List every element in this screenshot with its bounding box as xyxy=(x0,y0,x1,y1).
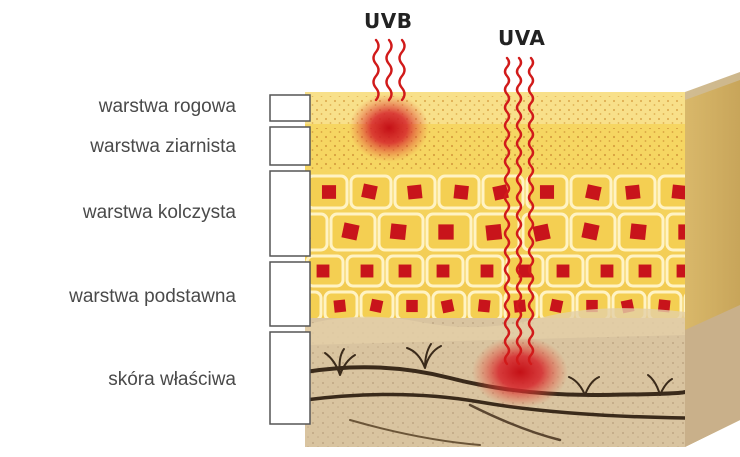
cell-nucleus xyxy=(481,265,494,278)
cell-nucleus xyxy=(361,183,378,199)
cell-nucleus xyxy=(630,223,647,240)
cell-nucleus xyxy=(671,184,686,199)
uvb-label: UVB xyxy=(364,9,412,33)
cell-nucleus xyxy=(581,222,599,240)
bracket-stratum-spinosum xyxy=(270,171,310,256)
cell-nucleus xyxy=(437,265,450,278)
cell-nucleus xyxy=(485,224,502,241)
cell-nucleus xyxy=(399,265,412,278)
cell-nucleus xyxy=(333,299,346,312)
layer-label-stratum-granulosum: warstwa ziarnista xyxy=(90,136,236,158)
bracket-stratum-granulosum xyxy=(270,127,310,165)
cell-nucleus xyxy=(438,224,453,239)
cell-nucleus xyxy=(540,185,554,199)
block-side-dermis xyxy=(685,305,740,447)
cell-nucleus xyxy=(341,222,359,240)
uvb-absorption-glow xyxy=(349,94,429,162)
cell-nucleus xyxy=(533,224,551,242)
cell-nucleus xyxy=(557,265,570,278)
cell-nucleus xyxy=(317,265,330,278)
uva-label: UVA xyxy=(498,26,545,50)
layer-label-stratum-basale: warstwa podstawna xyxy=(69,286,236,308)
cell-nucleus xyxy=(585,184,602,200)
cell-nucleus xyxy=(361,265,374,278)
cell-nucleus xyxy=(322,185,336,199)
cell-nucleus xyxy=(478,299,491,312)
layer-label-stratum-corneum: warstwa rogowa xyxy=(99,96,236,118)
layer-label-dermis: skóra właściwa xyxy=(108,369,236,391)
bracket-stratum-basale xyxy=(270,262,310,326)
uvb-rays xyxy=(374,40,405,100)
cell-nucleus xyxy=(406,300,418,312)
epidermal-cells xyxy=(283,176,717,320)
cell-nucleus xyxy=(639,265,652,278)
layer-brackets xyxy=(270,95,310,424)
cell-nucleus xyxy=(601,265,614,278)
cell-nucleus xyxy=(390,223,407,240)
bracket-stratum-corneum xyxy=(270,95,310,121)
bracket-dermis xyxy=(270,332,310,424)
cell-nucleus xyxy=(453,185,468,200)
cell-nucleus xyxy=(625,185,640,200)
layer-label-stratum-spinosum: warstwa kolczysta xyxy=(83,202,236,224)
cell-nucleus xyxy=(407,184,422,199)
